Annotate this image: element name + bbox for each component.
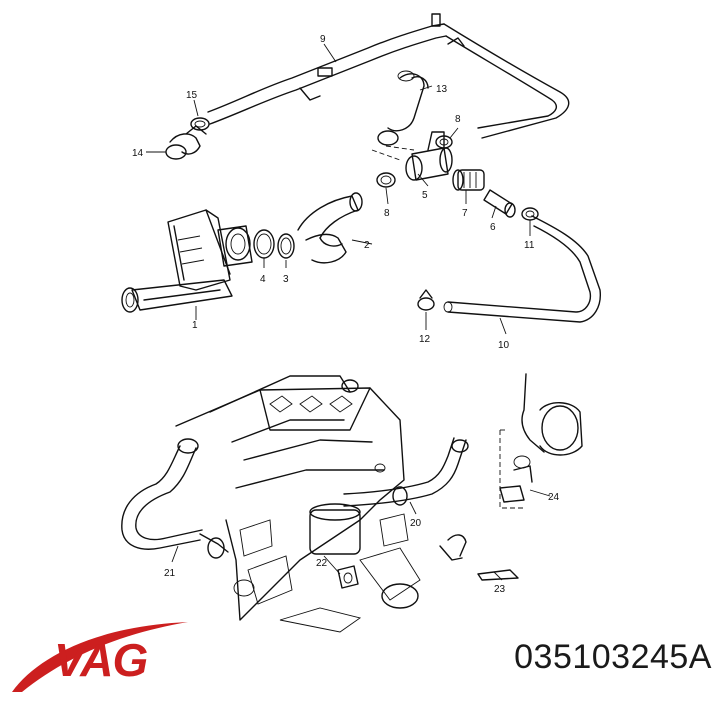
hose-24-assembly: [499, 373, 583, 509]
callout-20: 20: [410, 518, 422, 529]
callout-9: 9: [320, 34, 326, 45]
hose-9: [207, 13, 570, 139]
vag-logo: VAG: [12, 622, 188, 692]
hose-23: [439, 534, 519, 581]
callout-1: 1: [192, 320, 198, 331]
logo-swoosh: [12, 622, 188, 692]
gasket-4: [253, 229, 275, 259]
clamp-8-lower: [376, 172, 396, 188]
callout-10: 10: [498, 340, 510, 351]
callout-7: 7: [462, 208, 468, 219]
oil-separator-1: [121, 209, 253, 313]
connector-5: [405, 131, 453, 181]
callout-13: 13: [436, 84, 448, 95]
callout-4: 4: [260, 274, 266, 285]
callout-24: 24: [548, 492, 560, 503]
callout-8-upper: 8: [455, 114, 461, 125]
part-22: [337, 565, 359, 589]
callout-3: 3: [283, 274, 289, 285]
callout-2: 2: [364, 240, 370, 251]
callout-8-lower: 8: [384, 208, 390, 219]
hose-2: [297, 192, 363, 264]
valve-7: [452, 169, 485, 191]
hose-21: [121, 438, 229, 559]
callout-labels: 1 2 3 4 5 6 7 8 8 9 10 11 12 13 14 15 20…: [132, 34, 560, 595]
leader-lines: [146, 43, 551, 581]
callout-22: 22: [316, 558, 328, 569]
seal-3: [277, 233, 295, 259]
hose-10: [443, 215, 601, 323]
callout-23: 23: [494, 584, 506, 595]
hose-20: [343, 437, 469, 507]
callout-14: 14: [132, 148, 144, 159]
clamp-12: [417, 289, 435, 311]
logo-text: VAG: [54, 634, 147, 686]
callout-15: 15: [186, 90, 198, 101]
callout-6: 6: [490, 222, 496, 233]
clamp-8-upper: [435, 135, 453, 149]
connector-6: [483, 189, 516, 218]
part-number: 035103245A: [514, 638, 712, 676]
hose-13: [377, 70, 429, 146]
callout-11: 11: [524, 240, 535, 251]
callout-12: 12: [419, 334, 431, 345]
callout-21: 21: [164, 568, 176, 579]
clamp-15: [190, 117, 210, 131]
callout-5: 5: [422, 190, 428, 201]
hose-14: [165, 125, 207, 160]
engine-block: [175, 375, 421, 633]
